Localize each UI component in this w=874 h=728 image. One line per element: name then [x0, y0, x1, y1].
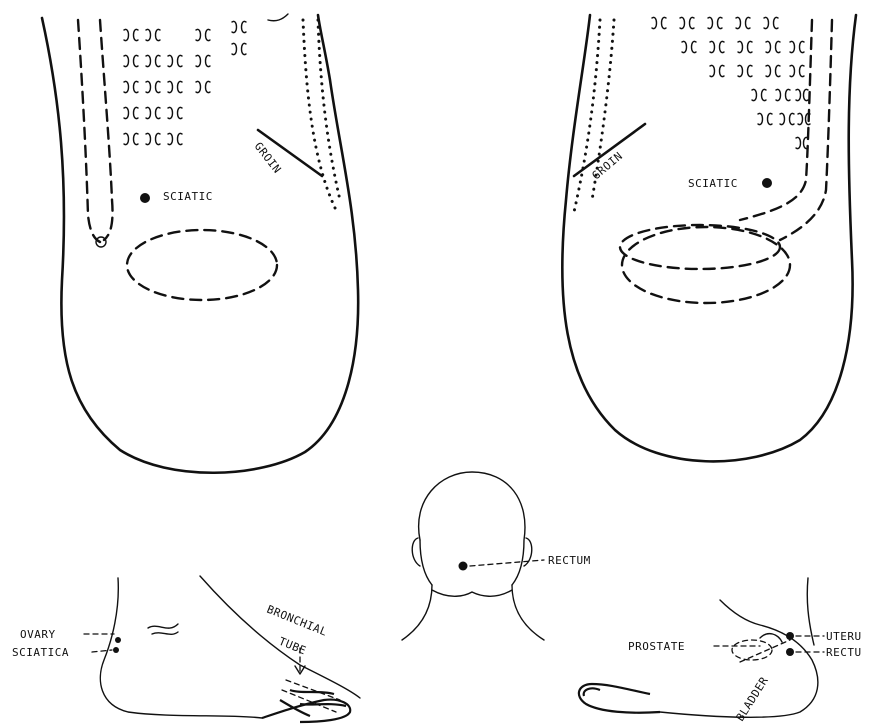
left-ankle-bone [148, 624, 178, 634]
neck-right [512, 585, 544, 640]
head-rectum-point [459, 562, 468, 571]
left-ankle-back [100, 578, 262, 718]
bladder-label: BLADDER [734, 674, 771, 723]
right-foot-outline [660, 600, 818, 717]
hairline [432, 590, 512, 596]
left-sciatic-point [140, 193, 150, 203]
right-sciatic-label: SCIATIC [688, 177, 738, 190]
uterus-label: UTERU [826, 630, 862, 643]
head-rectum-label: RECTUM [548, 554, 591, 567]
sciatica-leader [92, 650, 112, 652]
left-ear [412, 538, 420, 566]
sciatica-label: SCIATICA [12, 646, 69, 659]
right-heel-oval-outer [622, 227, 790, 303]
right-dashed-line [740, 640, 790, 662]
rectum-foot-label: RECTU [826, 646, 862, 659]
right-intestine-marks [652, 17, 810, 148]
left-sciatic-label: SCIATIC [163, 190, 213, 203]
right-sole-outline [562, 15, 856, 461]
right-ankle-back [807, 578, 814, 645]
head-left-side [420, 540, 432, 585]
rectum-foot-point [786, 648, 794, 656]
prostate-label: PROSTATE [628, 640, 685, 653]
ovary-point [115, 637, 121, 643]
head-outline [419, 472, 525, 585]
neck-left [402, 585, 432, 640]
right-foot-side-view: PROSTATE UTERU RECTU BLADDER [579, 578, 862, 724]
sciatica-point [113, 647, 119, 653]
left-dashed-channel [78, 20, 113, 242]
left-foot-side-view: OVARY SCIATICA BRONCHIAL TUBE [12, 576, 360, 722]
left-intestine-marks [124, 14, 288, 145]
left-heel-oval [127, 230, 277, 300]
bronchial-label-line2: TUBE [277, 635, 308, 658]
right-toes [579, 684, 660, 713]
right-dotted-line [574, 20, 600, 212]
right-heel-oval-inner [620, 225, 780, 269]
head-rectum-leader [470, 560, 544, 566]
bronchial-label-line1: BRONCHIAL [265, 603, 329, 639]
left-dotted-line-2 [318, 20, 340, 200]
head-back-view: RECTUM [402, 472, 591, 640]
right-sciatic-point [762, 178, 772, 188]
ovary-label: OVARY [20, 628, 56, 641]
right-dashed-channel [740, 20, 832, 240]
right-ankle-bone [760, 634, 782, 642]
uterus-point [786, 632, 794, 640]
right-foot-sole: SCIATIC GROIN [562, 15, 856, 461]
left-foot-sole: SCIATIC GROIN [42, 14, 358, 473]
left-toes [262, 690, 350, 722]
right-groin-label: GROIN [590, 149, 626, 182]
